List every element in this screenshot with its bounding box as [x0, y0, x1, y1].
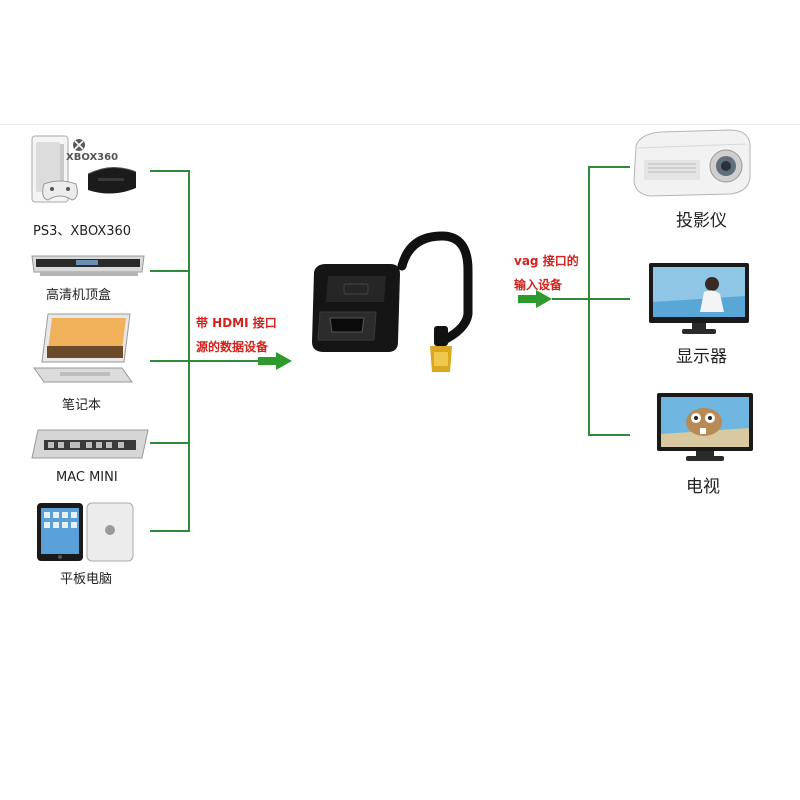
monitor-label: 显示器	[676, 347, 727, 367]
settop-box-image	[31, 255, 145, 276]
xbox-logo-icon	[73, 139, 85, 151]
projector-label: 投影仪	[676, 211, 727, 231]
left-output-line	[190, 360, 262, 362]
consoles-label: PS3、XBOX360	[33, 224, 132, 239]
vga-input-label-line2: 输入设备	[514, 278, 563, 292]
hdmi-source-label-line2: 源的数据设备	[196, 340, 269, 354]
tablet-front-image	[37, 503, 83, 561]
laptop-label: 笔记本	[62, 398, 102, 413]
right-connector-tv	[590, 434, 630, 436]
left-bracket-vertical	[188, 170, 190, 532]
tv-label: 电视	[686, 477, 720, 497]
right-bracket-vertical	[588, 166, 590, 436]
xbox-controller-image	[42, 180, 78, 201]
mac-mini-image	[31, 429, 149, 459]
right-connector-projector	[590, 166, 630, 168]
hdmi-plug-image	[430, 326, 452, 372]
left-connector-laptop	[150, 360, 190, 362]
right-input-line	[552, 298, 590, 300]
left-connector-macmini	[150, 442, 190, 444]
vga-input-label-line1: vag 接口的	[514, 254, 579, 268]
left-connector-settop	[150, 270, 190, 272]
left-connector-consoles	[150, 170, 190, 172]
tablet-back-image	[86, 502, 134, 562]
top-rule	[0, 124, 800, 125]
hdmi-source-label-line1: 带 HDMI 接口	[196, 316, 277, 330]
settop-box-label: 高清机顶盒	[46, 288, 112, 303]
hdmi-cable-image	[397, 231, 473, 347]
right-connector-monitor	[590, 298, 630, 300]
monitor-image	[649, 263, 749, 334]
mac-mini-label: MAC MINI	[56, 470, 118, 485]
tablet-label: 平板电脑	[60, 572, 113, 587]
laptop-image	[33, 313, 133, 383]
xbox360-console-image	[31, 135, 69, 203]
ps3-console-image	[87, 167, 137, 194]
projector-image	[633, 129, 751, 197]
left-connector-tablet	[150, 530, 190, 532]
xbox360-logo-text: XBOX360	[66, 152, 119, 163]
arrow-right-icon	[258, 352, 292, 370]
vga-adapter-image	[312, 264, 400, 352]
arrow-right-icon	[518, 290, 552, 308]
tv-image	[657, 393, 753, 461]
